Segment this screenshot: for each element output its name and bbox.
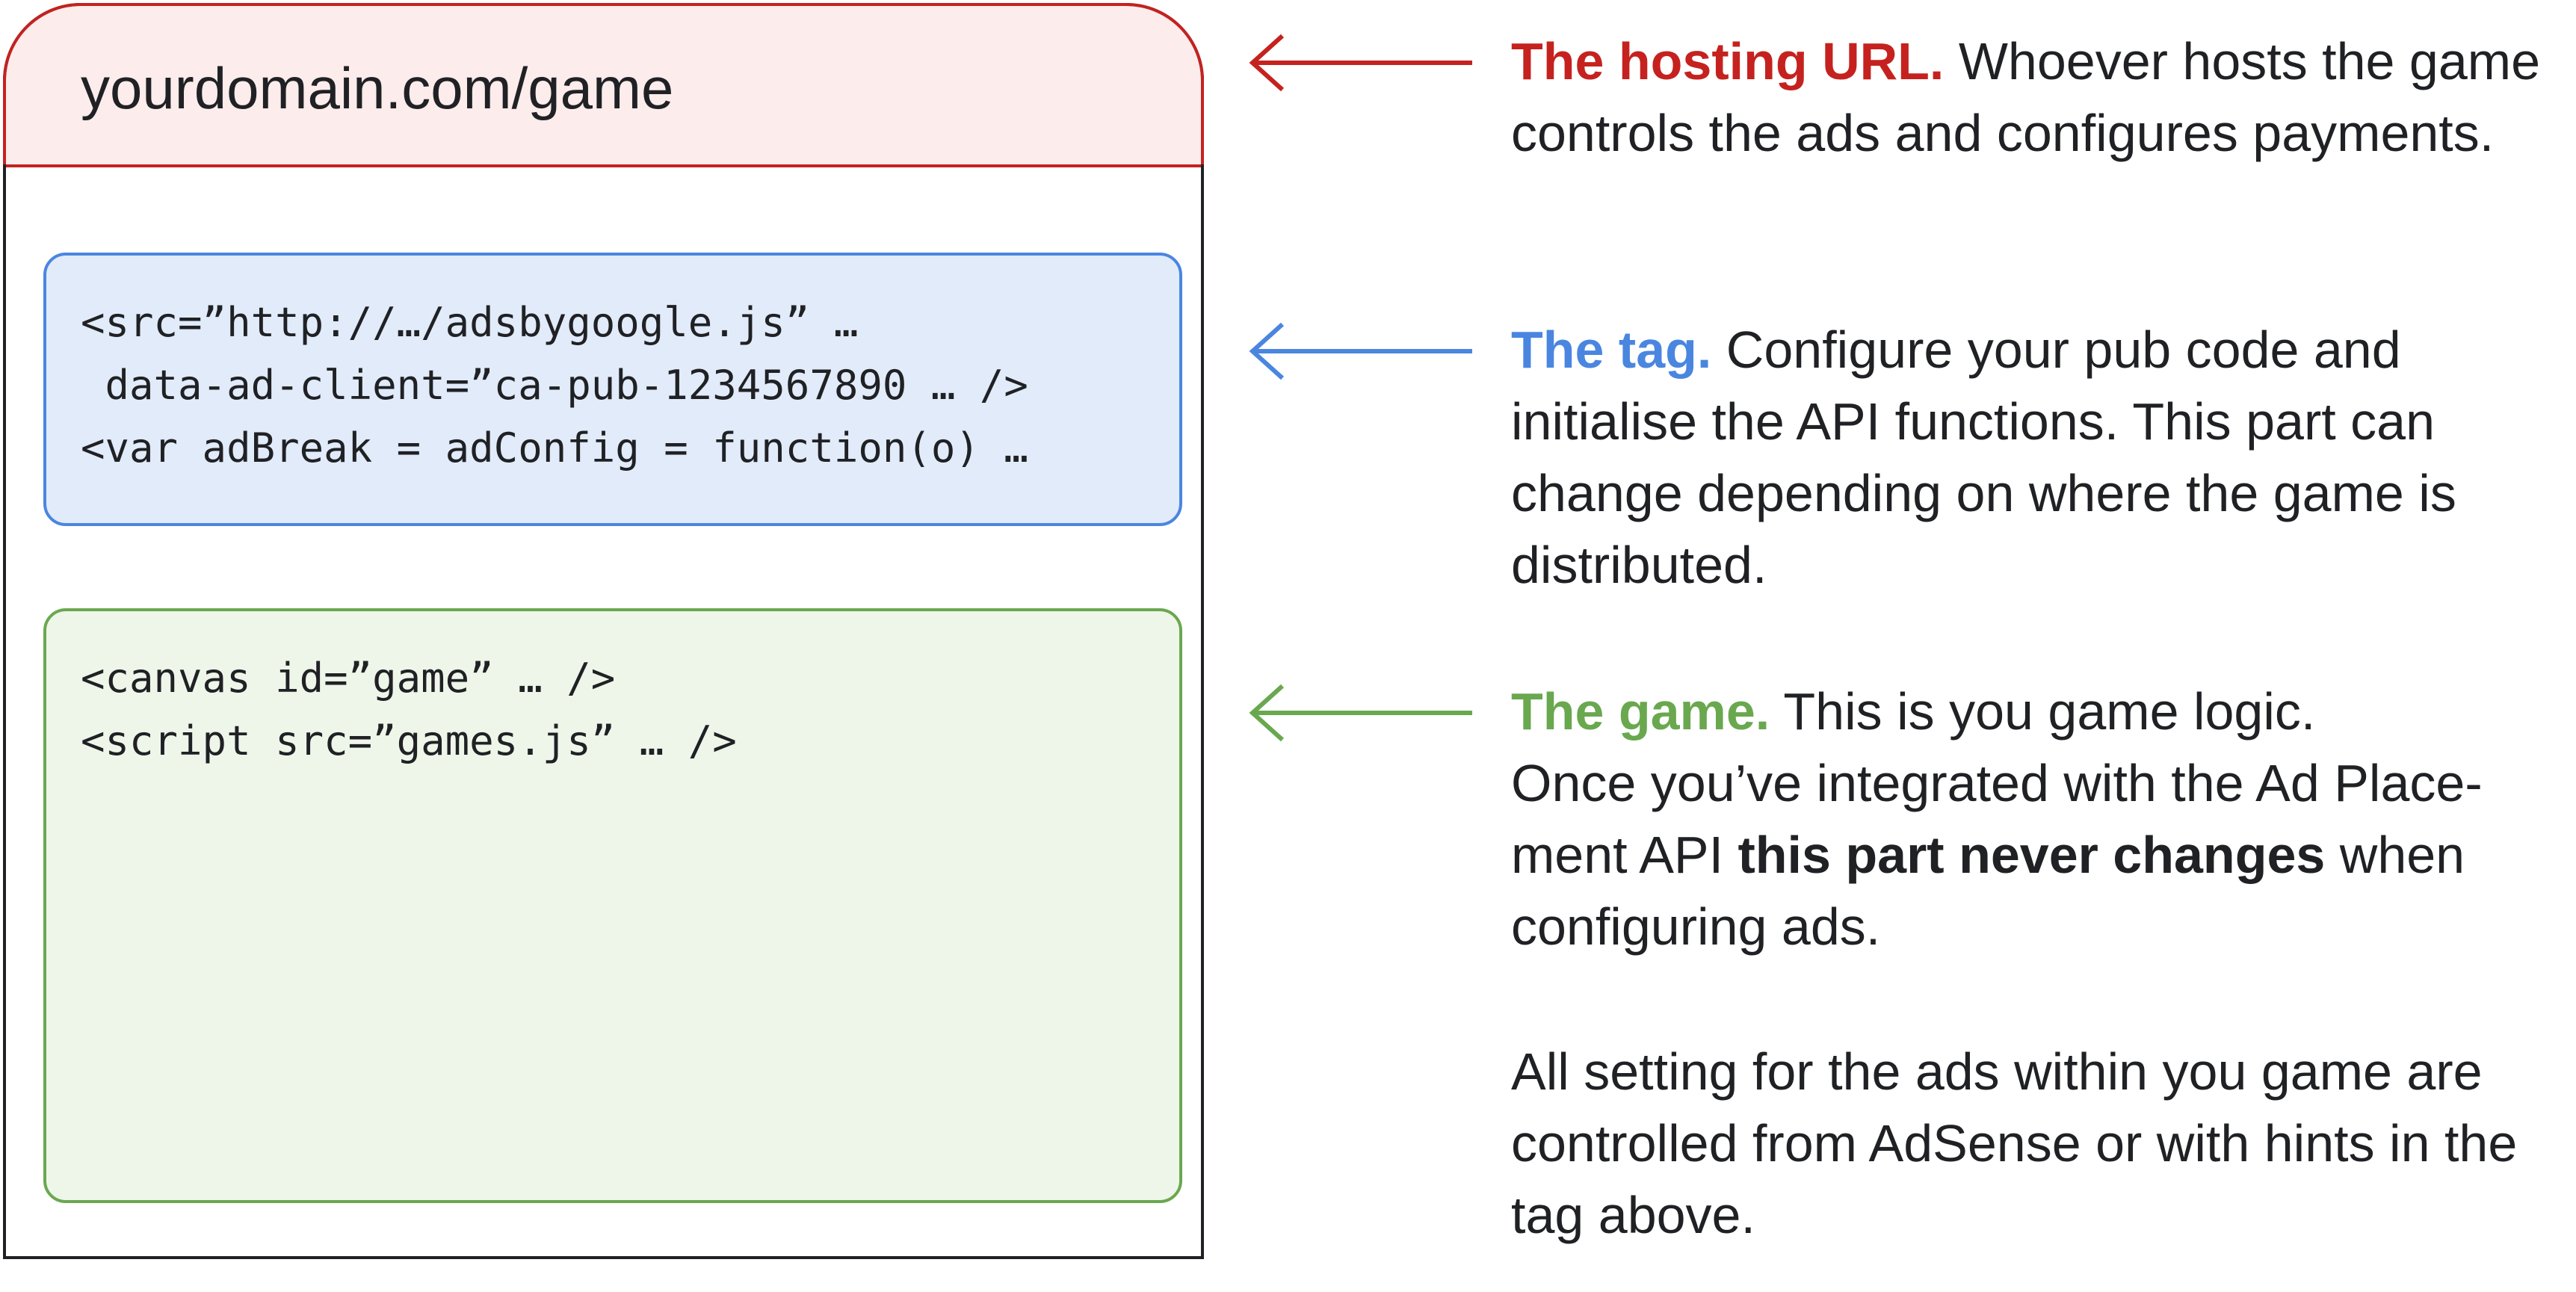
game-note-line: ment API this part never changes when (1511, 819, 2565, 891)
settings-note-line: All setting for the ads within you game … (1511, 1042, 2483, 1101)
game-note: The game. This is you game logic. Once y… (1511, 676, 2565, 962)
tag-note-lead: The tag. (1511, 321, 1712, 379)
tag-code-line: data-ad-client=”ca-pub-1234567890 … /> (81, 362, 1028, 409)
game-note-lead: The game. (1511, 682, 1770, 741)
game-note-text: ment API (1511, 826, 1738, 884)
tag-arrow-icon (1249, 322, 1472, 380)
hosting-note-line: controls the ads and configures payments… (1511, 104, 2495, 162)
game-code-line: <canvas id=”game” … /> (81, 655, 616, 702)
game-note-emphasis: this part never changes (1738, 826, 2326, 884)
tag-note-line: The tag. Configure your pub code and (1511, 314, 2565, 386)
game-arrow-icon (1249, 684, 1472, 742)
tag-code-line: <src=”http://…/adsbygoogle.js” … (81, 299, 859, 346)
tag-note-line: change depending on where the game is (1511, 464, 2456, 522)
browser-frame: yourdomain.com/game <src=”http://…/adsby… (3, 3, 1204, 1259)
url-bar: yourdomain.com/game (6, 6, 1201, 167)
tag-note-line: distributed. (1511, 536, 1767, 594)
hosting-note-lead: The hosting URL. (1511, 32, 1945, 90)
game-note-text: when (2325, 826, 2465, 884)
hosting-arrow-icon (1249, 34, 1472, 92)
tag-note-line: initialise the API functions. This part … (1511, 392, 2436, 451)
tag-code-box: <src=”http://…/adsbygoogle.js” … data-ad… (43, 253, 1182, 526)
game-note-line: configuring ads. (1511, 897, 1881, 956)
hosting-note-text: Whoever hosts the game (1944, 32, 2541, 90)
url-text: yourdomain.com/game (81, 55, 674, 121)
game-code-box: <canvas id=”game” … /> <script src=”game… (43, 608, 1182, 1203)
settings-note: All setting for the ads within you game … (1511, 1036, 2565, 1251)
tag-note-text: Configure your pub code and (1711, 321, 2401, 379)
game-note-text: This is you game logic. (1770, 682, 2316, 741)
tag-code-line: <var adBreak = adConfig = function(o) … (81, 424, 1028, 472)
hosting-note: The hosting URL. Whoever hosts the game … (1511, 25, 2565, 169)
game-note-line: Once you’ve integrated with the Ad Place… (1511, 754, 2483, 812)
tag-note: The tag. Configure your pub code and ini… (1511, 314, 2565, 601)
settings-note-line: controlled from AdSense or with hints in… (1511, 1114, 2518, 1172)
settings-note-line: tag above. (1511, 1186, 1755, 1244)
game-note-line: The game. This is you game logic. (1511, 676, 2565, 747)
game-code-line: <script src=”games.js” … /> (81, 717, 737, 764)
hosting-note-line: The hosting URL. Whoever hosts the game (1511, 25, 2565, 97)
